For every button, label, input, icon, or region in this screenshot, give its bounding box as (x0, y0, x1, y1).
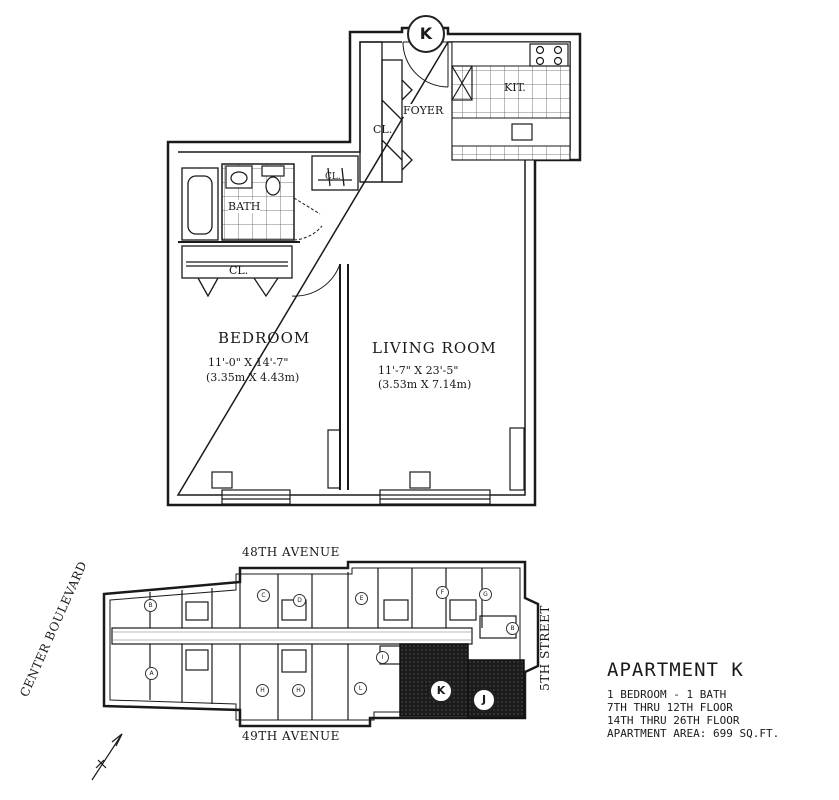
bedroom-dimensions-m: (3.35m X 4.43m) (206, 371, 300, 384)
apartment-title: APARTMENT K (607, 659, 744, 681)
living-room-title: LIVING ROOM (372, 339, 497, 357)
hall-closet (311, 155, 359, 191)
key-plan-unit-label: D (293, 594, 306, 607)
key-plan-unit-label: H (292, 684, 305, 697)
kitchen-label: KIT. (504, 81, 526, 94)
key-plan-unit-label: A (145, 667, 158, 680)
bath-door (293, 197, 323, 241)
windows (211, 427, 525, 505)
caption-line-floors-1: 7TH THRU 12TH FLOOR (607, 701, 733, 714)
caption-line-bedrooms: 1 BEDROOM - 1 BATH (607, 688, 727, 701)
north-arrow-icon (91, 733, 123, 781)
bedroom-closet (181, 245, 293, 298)
bath-label: BATH (228, 200, 261, 213)
key-plan-unit-k-marker: K (429, 679, 453, 703)
stove (529, 43, 569, 67)
refrigerator (451, 65, 473, 101)
kitchen-sink (511, 123, 533, 141)
key-plan-unit-label: E (355, 592, 368, 605)
foyer-closets (359, 41, 413, 183)
living-room-dimensions-m: (3.53m X 7.14m) (378, 378, 472, 391)
bathtub (181, 167, 219, 241)
kitchen-counter-top (451, 41, 571, 67)
hall-closet-label: CL. (325, 172, 341, 182)
caption-line-floors-2: 14TH THRU 26TH FLOOR (607, 714, 740, 727)
street-south-label: 49TH AVENUE (242, 729, 340, 743)
key-plan-unit-label: F (436, 586, 449, 599)
kitchen-counter-bottom (451, 117, 571, 147)
foyer-label: FOYER (403, 104, 444, 117)
key-plan-unit-label: G (479, 588, 492, 601)
partition-wall (178, 241, 349, 490)
key-plan-unit-label: I (376, 651, 389, 664)
key-plan-unit-label: H (256, 684, 269, 697)
key-plan-unit-label: L (354, 682, 367, 695)
caption-line-area: APARTMENT AREA: 699 SQ.FT. (607, 727, 780, 740)
foyer-closet-label: CL. (373, 123, 393, 136)
bathroom-fixtures (225, 165, 285, 196)
street-east-label: 5TH STREET (537, 605, 552, 691)
key-plan-unit-label: C (257, 589, 270, 602)
bedroom-closet-label: CL. (229, 264, 249, 277)
key-plan-unit-label: B (144, 599, 157, 612)
living-room-dimensions-ft: 11'-7" X 23'-5" (378, 364, 459, 377)
bedroom-dimensions-ft: 11'-0" X 14'-7" (208, 356, 289, 369)
apartment-k-marker: K (407, 15, 445, 53)
street-north-label: 48TH AVENUE (242, 545, 340, 559)
key-plan-unit-label: B (506, 622, 519, 635)
bedroom-title: BEDROOM (218, 329, 311, 347)
key-plan-unit-j-marker: J (472, 688, 496, 712)
